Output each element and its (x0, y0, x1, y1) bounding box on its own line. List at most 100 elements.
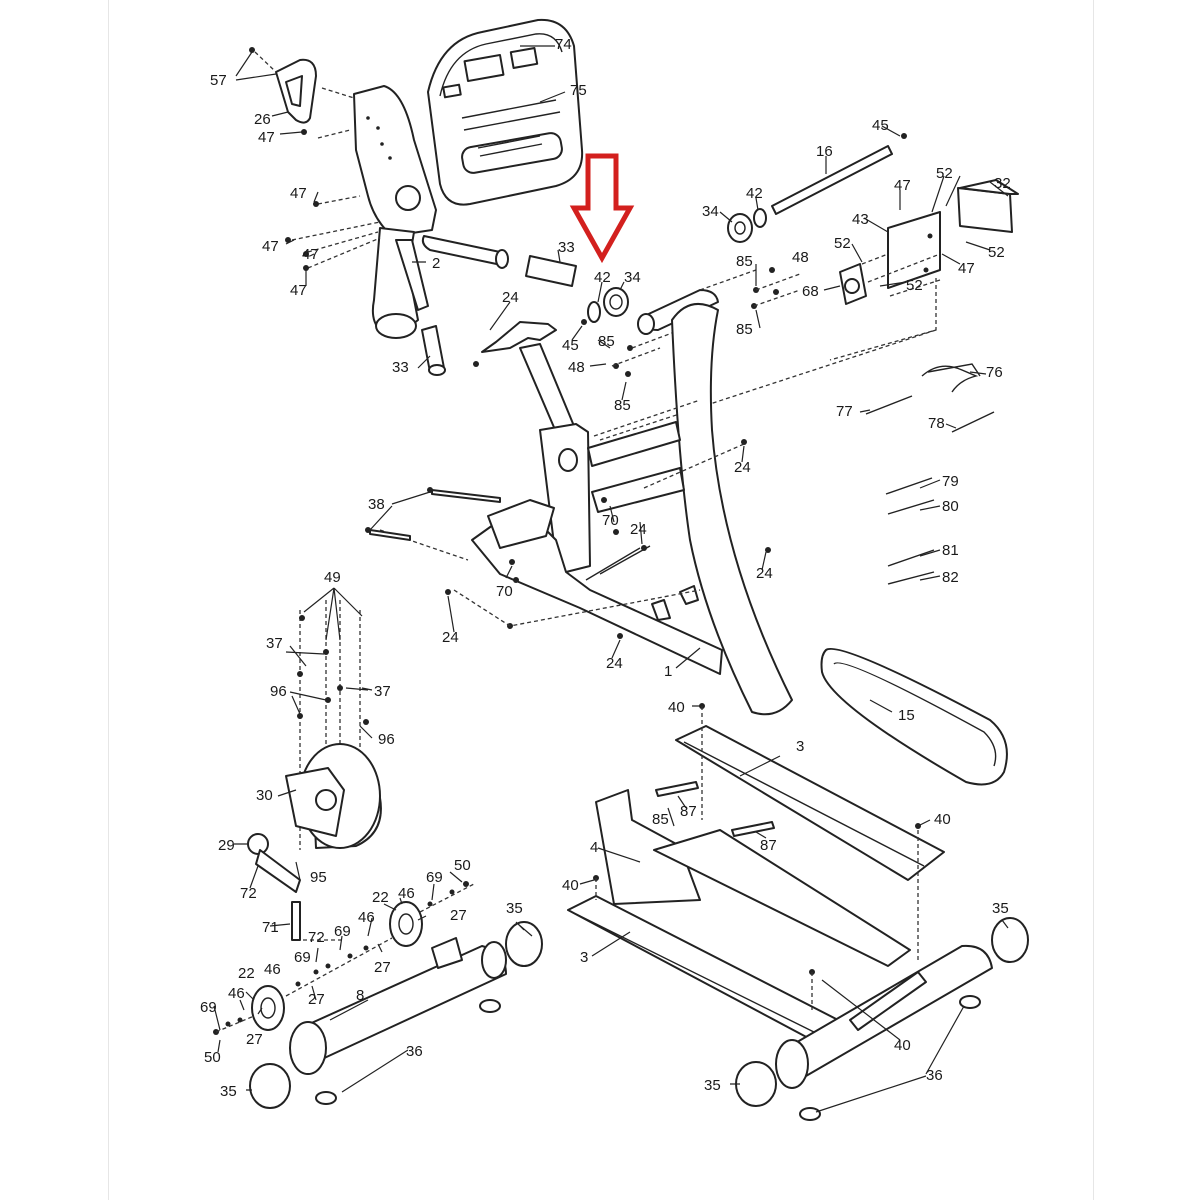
callout-27: 27 (246, 1031, 263, 1048)
callout-40: 40 (562, 877, 579, 894)
callout-52: 52 (906, 277, 923, 294)
callout-69: 69 (334, 923, 351, 940)
callout-87: 87 (760, 837, 777, 854)
callout-48: 48 (568, 359, 585, 376)
callout-72: 72 (308, 929, 325, 946)
callout-96: 96 (378, 731, 395, 748)
callout-24: 24 (442, 629, 459, 646)
callout-2: 2 (432, 255, 440, 272)
callout-37: 37 (266, 635, 283, 652)
callout-71: 71 (262, 919, 279, 936)
callout-52: 52 (936, 165, 953, 182)
callout-46: 46 (228, 985, 245, 1002)
callout-45: 45 (562, 337, 579, 354)
callout-85: 85 (652, 811, 669, 828)
callout-52: 52 (988, 244, 1005, 261)
callout-47: 47 (302, 246, 319, 263)
callout-82: 82 (942, 569, 959, 586)
callout-27: 27 (374, 959, 391, 976)
callout-85: 85 (598, 333, 615, 350)
callout-34: 34 (624, 269, 641, 286)
axle-assembly (599, 133, 1019, 441)
callout-52: 52 (834, 235, 851, 252)
callout-33: 33 (392, 359, 409, 376)
callout-96: 96 (270, 683, 287, 700)
callout-40: 40 (894, 1037, 911, 1054)
wire-harnesses (865, 363, 995, 585)
callout-50: 50 (454, 857, 471, 874)
callout-46: 46 (264, 961, 281, 978)
callout-30: 30 (256, 787, 273, 804)
callout-42: 42 (594, 269, 611, 286)
callout-57: 57 (210, 72, 227, 89)
callout-46: 46 (398, 885, 415, 902)
callout-50: 50 (204, 1049, 221, 1066)
callout-43: 43 (852, 211, 869, 228)
callout-72: 72 (240, 885, 257, 902)
callout-37: 37 (374, 683, 391, 700)
callout-85: 85 (614, 397, 631, 414)
callout-34: 34 (702, 203, 719, 220)
callout-68: 68 (802, 283, 819, 300)
callout-81: 81 (942, 542, 959, 559)
callout-47: 47 (290, 185, 307, 202)
callout-78: 78 (928, 415, 945, 432)
callout-1: 1 (664, 663, 672, 680)
callout-35: 35 (992, 900, 1009, 917)
callout-35: 35 (704, 1077, 721, 1094)
rear-frame (567, 647, 1029, 1121)
callout-70: 70 (602, 512, 619, 529)
callout-26: 26 (254, 111, 271, 128)
callout-75: 75 (570, 82, 587, 99)
callout-47: 47 (258, 129, 275, 146)
front-stabilizer (213, 881, 543, 1109)
callout-15: 15 (898, 707, 915, 724)
leader-lines (213, 45, 1009, 1113)
callout-35: 35 (220, 1083, 237, 1100)
callout-24: 24 (734, 459, 751, 476)
callout-22: 22 (238, 965, 255, 982)
main-frame (365, 302, 793, 716)
flywheel-assembly (247, 600, 382, 941)
callout-47: 47 (290, 282, 307, 299)
callout-85: 85 (736, 321, 753, 338)
callout-70: 70 (496, 583, 513, 600)
callout-87: 87 (680, 803, 697, 820)
callout-35: 35 (506, 900, 523, 917)
callout-3: 3 (796, 738, 804, 755)
callout-labels: 74 75 57 26 47 47 47 47 47 2 33 33 42 34… (200, 36, 1011, 1100)
console-part (427, 18, 584, 206)
callout-49: 49 (324, 569, 341, 586)
callout-76: 76 (986, 364, 1003, 381)
callout-36: 36 (926, 1067, 943, 1084)
callout-4: 4 (590, 839, 598, 856)
callout-74: 74 (555, 36, 572, 53)
callout-45: 45 (872, 117, 889, 134)
callout-77: 77 (836, 403, 853, 420)
callout-69: 69 (200, 999, 217, 1016)
callout-85: 85 (736, 253, 753, 270)
highlight-arrow (569, 153, 635, 264)
callout-47: 47 (958, 260, 975, 277)
callout-8: 8 (356, 987, 364, 1004)
callout-22: 22 (372, 889, 389, 906)
callout-48: 48 (792, 249, 809, 266)
callout-27: 27 (450, 907, 467, 924)
callout-3: 3 (580, 949, 588, 966)
callout-47: 47 (894, 177, 911, 194)
callout-24: 24 (502, 289, 519, 306)
callout-32: 32 (994, 175, 1011, 192)
callout-29: 29 (218, 837, 235, 854)
callout-24: 24 (630, 521, 647, 538)
callout-33: 33 (558, 239, 575, 256)
callout-40: 40 (934, 811, 951, 828)
callout-69: 69 (294, 949, 311, 966)
callout-42: 42 (746, 185, 763, 202)
callout-95: 95 (310, 869, 327, 886)
callout-38: 38 (368, 496, 385, 513)
callout-16: 16 (816, 143, 833, 160)
callout-80: 80 (942, 498, 959, 515)
callout-46: 46 (358, 909, 375, 926)
handle-assembly (249, 47, 577, 376)
